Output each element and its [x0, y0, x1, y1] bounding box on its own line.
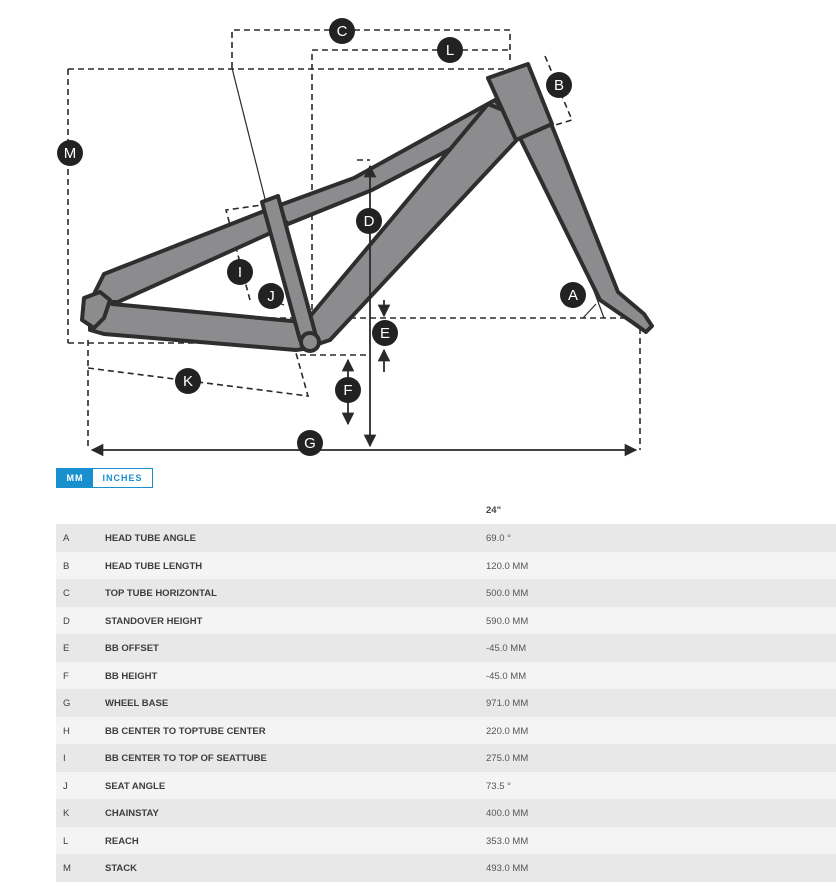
row-letter: L — [63, 835, 69, 847]
geometry-table: 24" A HEAD TUBE ANGLE 69.0 ° B HEAD TUBE LE… — [56, 498, 836, 882]
row-letter: M — [63, 863, 71, 874]
row-label: STACK — [105, 863, 138, 874]
badge-d: D — [356, 208, 382, 234]
table-row: L REACH 353.0 MM — [56, 826, 836, 854]
size-column-header: 24" — [486, 505, 502, 516]
row-value: 220.0 MM — [486, 725, 529, 737]
row-value: 69.0 ° — [486, 533, 511, 544]
row-label: STANDOVER HEIGHT — [105, 615, 203, 627]
badge-l: L — [437, 37, 463, 63]
svg-text:G: G — [304, 435, 316, 452]
row-value: 500.0 MM — [486, 588, 529, 599]
badge-m: M — [57, 140, 83, 166]
table-row: C TOP TUBE HORIZONTAL 500.0 MM — [56, 579, 836, 607]
table-row: D STANDOVER HEIGHT 590.0 MM — [56, 606, 836, 634]
badge-i: I — [227, 259, 253, 285]
row-value: 353.0 MM — [486, 835, 529, 847]
table-row: K CHAINSTAY 400.0 MM — [56, 799, 836, 827]
row-letter: H — [63, 725, 70, 737]
row-letter: D — [63, 615, 70, 627]
row-letter: G — [63, 698, 71, 709]
svg-text:E: E — [380, 325, 390, 342]
badge-b: B — [546, 72, 572, 98]
frame-geometry-diagram: A B C D E F G I J K L M — [57, 18, 654, 457]
svg-text:L: L — [446, 42, 454, 59]
svg-text:B: B — [554, 77, 564, 94]
table-row: G WHEEL BASE 971.0 MM — [56, 689, 836, 717]
svg-text:I: I — [238, 264, 242, 281]
svg-text:D: D — [364, 213, 375, 230]
row-label: BB HEIGHT — [105, 670, 158, 682]
badge-k: K — [175, 368, 201, 394]
row-value: 971.0 MM — [486, 698, 529, 709]
row-label: HEAD TUBE LENGTH — [105, 560, 203, 572]
row-letter: B — [63, 560, 70, 572]
row-label: TOP TUBE HORIZONTAL — [105, 588, 217, 599]
row-letter: I — [63, 753, 66, 764]
svg-text:C: C — [337, 23, 348, 40]
rear-dropout — [80, 290, 112, 330]
row-value: -45.0 MM — [486, 670, 527, 682]
table-body: A HEAD TUBE ANGLE 69.0 ° B HEAD TUBE LENGTH… — [56, 524, 836, 882]
table-row: M STACK 493.0 MM — [56, 854, 836, 882]
table-row: I BB CENTER TO TOP OF SEATTUBE 275.0 MM — [56, 744, 836, 772]
table-row: A HEAD TUBE ANGLE 69.0 ° — [56, 524, 836, 552]
badge-f: F — [335, 377, 361, 403]
head-tube — [486, 62, 554, 142]
row-letter: F — [63, 670, 69, 682]
row-letter: J — [63, 780, 68, 792]
dimension-badges: A B C D E F G I J K L M — [57, 18, 586, 456]
unit-toggle: MM INCHES — [56, 468, 153, 488]
row-value: -45.0 MM — [486, 643, 527, 654]
row-value: 493.0 MM — [486, 863, 529, 874]
badge-j: J — [258, 283, 284, 309]
seatstay — [88, 206, 288, 304]
table-row: F BB HEIGHT -45.0 MM — [56, 661, 836, 689]
row-letter: A — [63, 533, 70, 544]
row-label: BB CENTER TO TOPTUBE CENTER — [105, 725, 266, 737]
fork — [518, 110, 654, 334]
row-label: CHAINSTAY — [105, 808, 159, 819]
table-row: B HEAD TUBE LENGTH 120.0 MM — [56, 551, 836, 579]
row-label: REACH — [105, 835, 139, 847]
badge-g: G — [297, 430, 323, 456]
row-label: WHEEL BASE — [105, 698, 169, 709]
row-value: 120.0 MM — [486, 560, 529, 572]
row-label: SEAT ANGLE — [105, 780, 166, 792]
row-letter: K — [63, 808, 70, 819]
svg-text:A: A — [568, 287, 578, 304]
row-letter: C — [63, 588, 70, 599]
svg-text:K: K — [183, 373, 193, 390]
bike-frame — [80, 62, 654, 353]
table-row: J SEAT ANGLE 73.5 ° — [56, 771, 836, 799]
row-letter: E — [63, 643, 70, 654]
row-value: 73.5 ° — [486, 780, 511, 792]
row-label: BB OFFSET — [105, 643, 159, 654]
unit-mm-button[interactable]: MM — [57, 469, 93, 487]
badge-e: E — [372, 320, 398, 346]
badge-a: A — [560, 282, 586, 308]
row-label: HEAD TUBE ANGLE — [105, 533, 196, 544]
row-label: BB CENTER TO TOP OF SEATTUBE — [105, 753, 267, 764]
table-header: 24" — [56, 498, 836, 524]
badge-c: C — [329, 18, 355, 44]
svg-text:J: J — [267, 288, 275, 305]
row-value: 275.0 MM — [486, 753, 529, 764]
svg-text:F: F — [343, 382, 352, 399]
table-row: H BB CENTER TO TOPTUBE CENTER 220.0 MM — [56, 716, 836, 744]
unit-inches-button[interactable]: INCHES — [93, 469, 152, 487]
svg-text:M: M — [64, 145, 77, 162]
down-tube — [300, 102, 528, 350]
row-value: 590.0 MM — [486, 615, 529, 627]
table-row: E BB OFFSET -45.0 MM — [56, 634, 836, 662]
row-value: 400.0 MM — [486, 808, 529, 819]
